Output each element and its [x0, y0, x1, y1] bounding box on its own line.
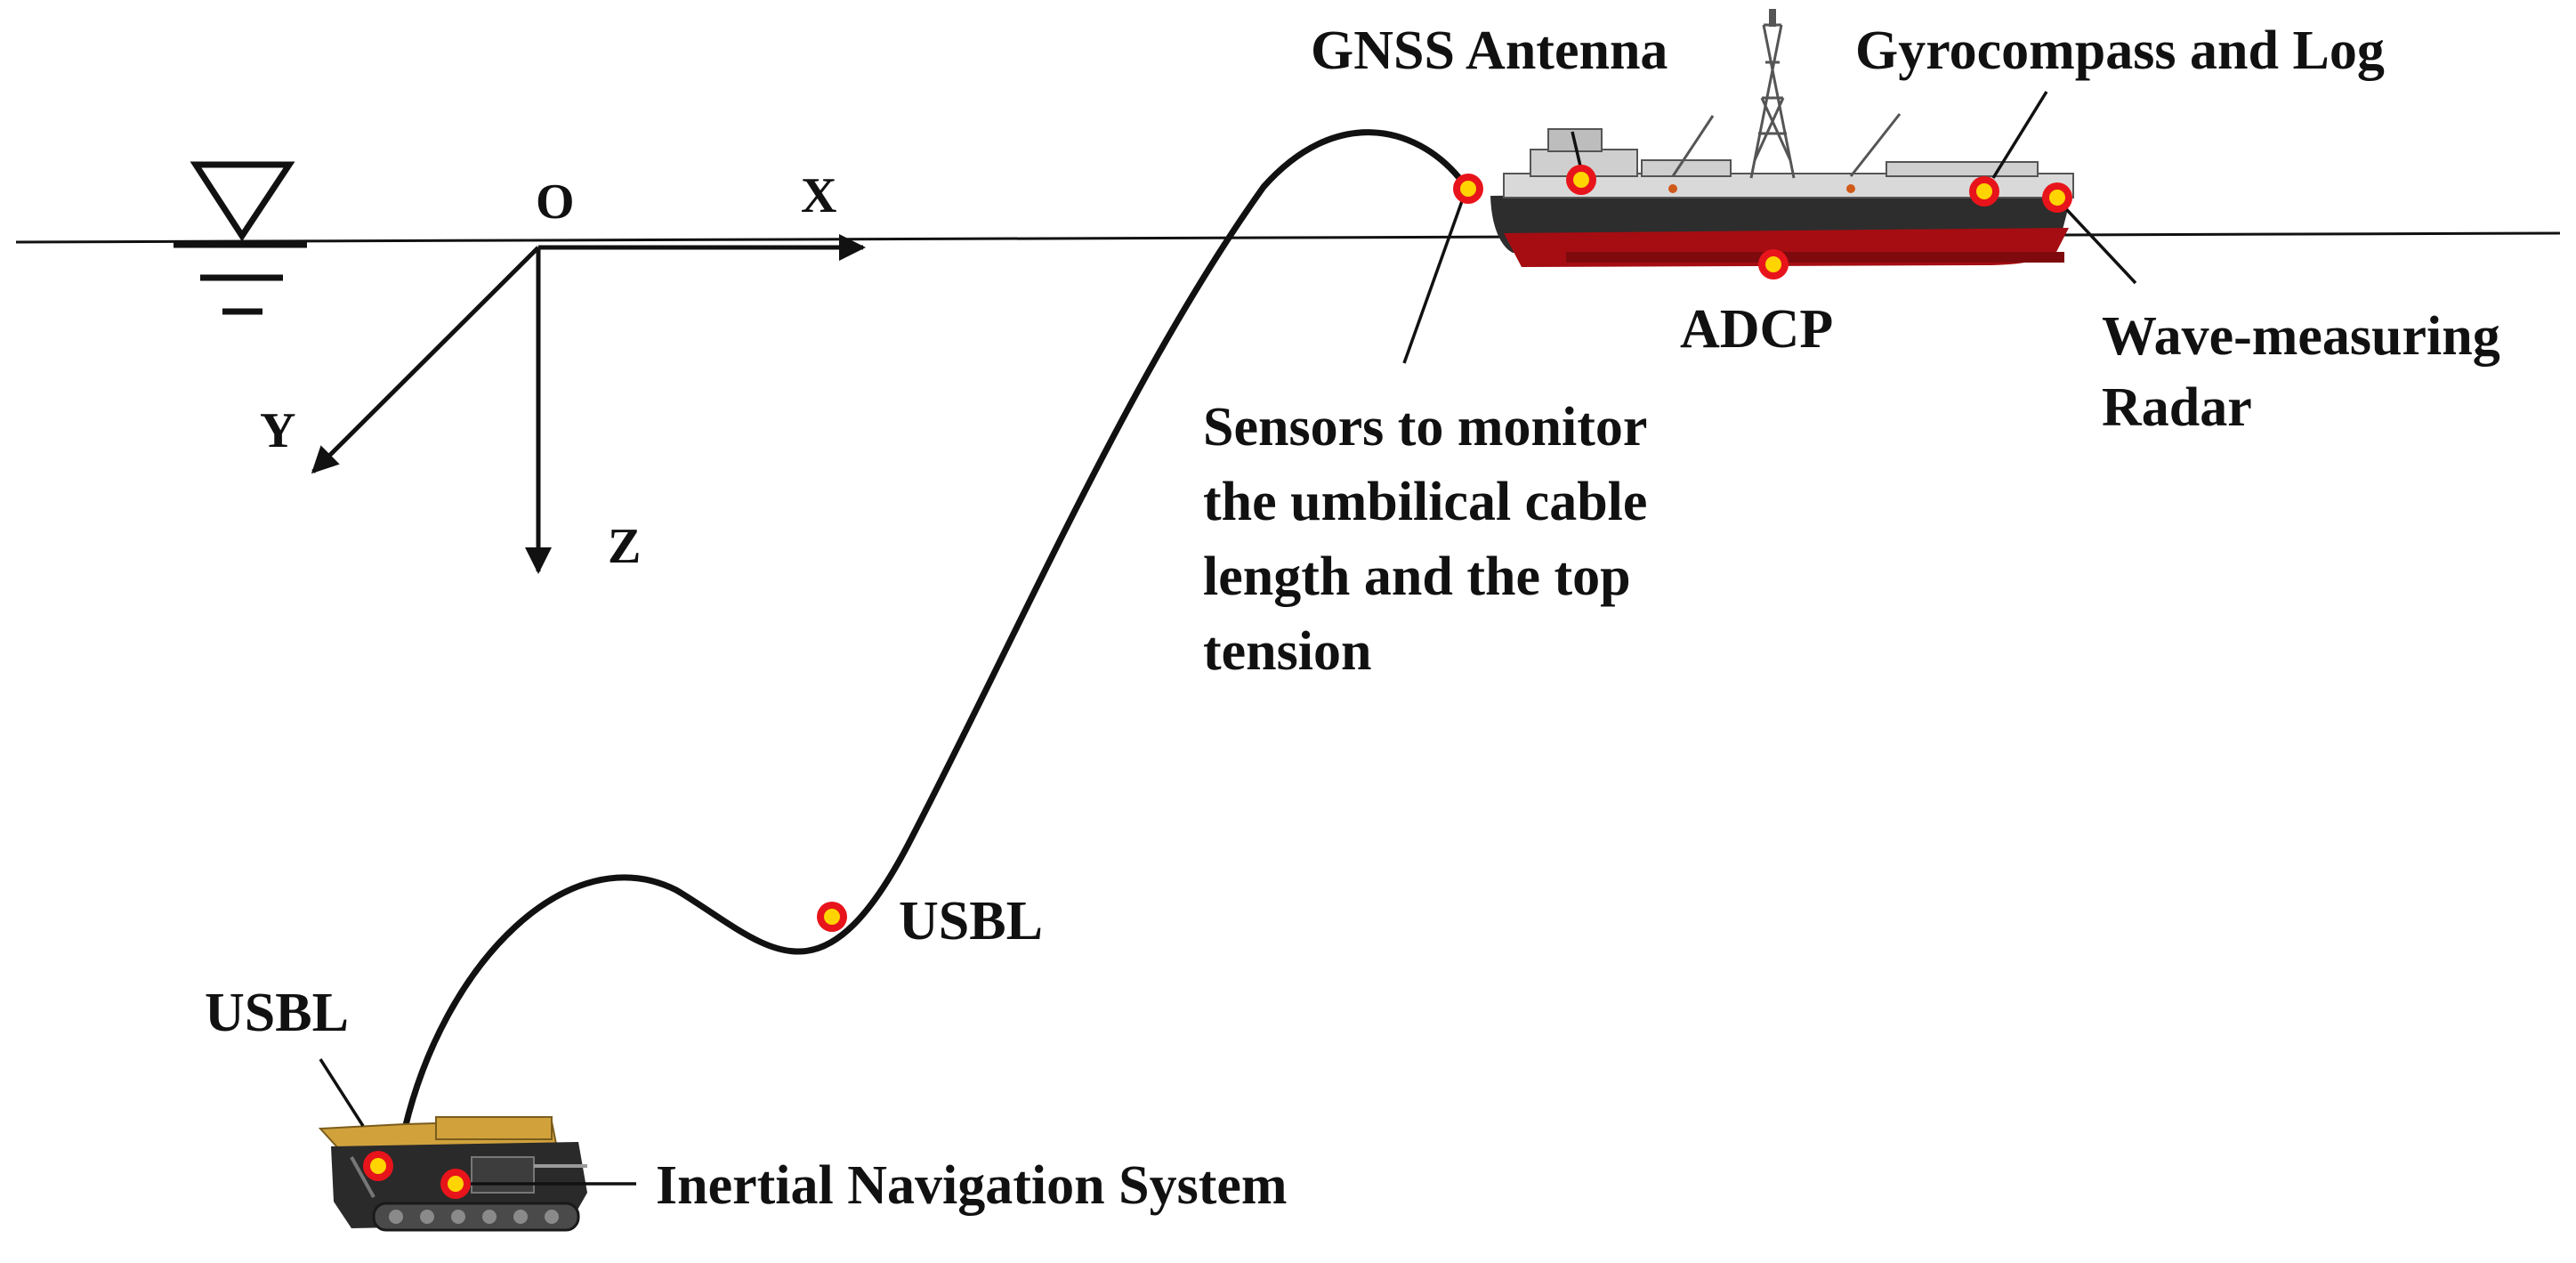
wave-radar-label-line1: Wave-measuring	[2102, 306, 2500, 367]
sensor-marker-adcp	[1758, 249, 1789, 279]
sensor-marker-usbl-cable	[817, 902, 847, 932]
usbl-vehicle-leader	[319, 1058, 365, 1127]
gnss-antenna-label: GNSS Antenna	[1311, 20, 1668, 81]
wave-radar-label-line2: Radar	[2102, 377, 2252, 438]
x-axis-label: X	[801, 168, 836, 223]
coordinate-axes: O X Y Z	[260, 168, 866, 574]
seabed-crawler-vehicle	[318, 1116, 587, 1232]
cable-sensors-label-line1: Sensors to monitor	[1203, 397, 1647, 457]
radar-leader	[2054, 196, 2137, 285]
z-axis-label: Z	[608, 519, 641, 574]
sensor-markers	[363, 165, 2072, 1199]
inertial-navigation-label: Inertial Navigation System	[656, 1155, 1288, 1216]
cable-sensors-label-line2: the umbilical cable	[1203, 472, 1647, 532]
water-level-symbol	[174, 161, 307, 315]
sensor-marker-gyro	[1969, 176, 1999, 206]
adcp-label: ADCP	[1680, 299, 1833, 360]
gyrocompass-log-label: Gyrocompass and Log	[1855, 20, 2385, 81]
cable-sensors-label-line4: tension	[1203, 621, 1371, 682]
origin-label: O	[536, 174, 575, 230]
sensor-marker-gnss	[1566, 165, 1596, 195]
usbl-vehicle-label: USBL	[205, 983, 349, 1043]
gyro-leader	[1991, 91, 2048, 179]
sensor-marker-ins	[440, 1169, 471, 1199]
sensor-marker-cable-top	[1453, 174, 1483, 204]
usbl-cable-label: USBL	[899, 891, 1043, 951]
y-axis-label: Y	[260, 403, 295, 458]
y-axis	[311, 246, 540, 474]
cable-sensors-leader	[1402, 188, 1468, 364]
sensor-marker-usbl-vehicle	[363, 1151, 393, 1181]
umbilical-cable	[401, 129, 1463, 1132]
cable-sensors-label-line3: length and the top	[1203, 546, 1631, 607]
sea-surface-line	[15, 231, 2561, 244]
sensor-marker-radar	[2042, 182, 2072, 213]
